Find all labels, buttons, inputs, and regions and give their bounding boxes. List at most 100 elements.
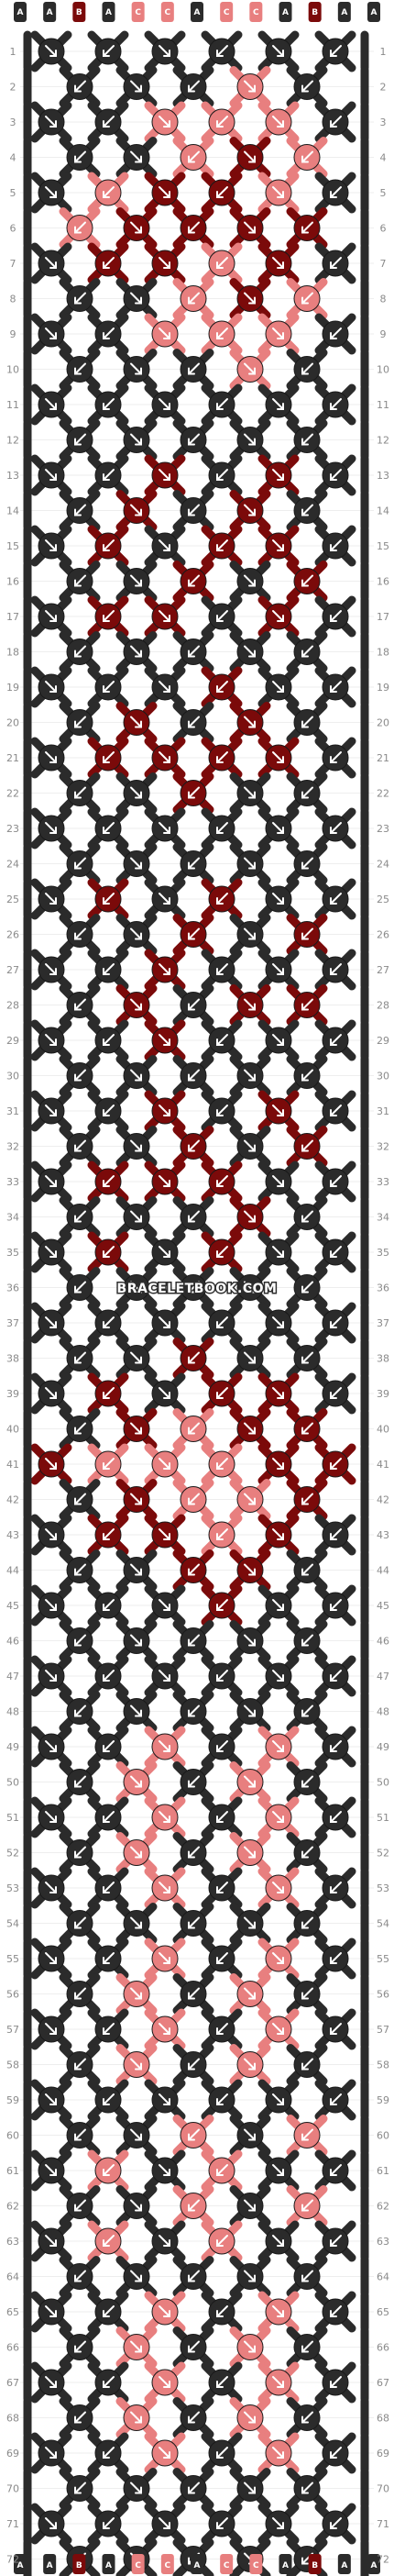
knot-arrow: [159, 1458, 170, 1470]
string-bottom: [131, 2554, 145, 2574]
row-number-left: 62: [6, 2201, 19, 2213]
knot-arrow: [159, 610, 170, 622]
knot-arrow: [159, 45, 170, 57]
row-number-right: 32: [377, 1141, 389, 1153]
knot-arrow: [130, 857, 142, 870]
row-number-right: 27: [377, 964, 389, 976]
knot-arrow: [159, 2376, 170, 2388]
knot-arrow: [272, 893, 284, 905]
string-bottom-label: C: [135, 2561, 141, 2570]
knot-arrow: [216, 1952, 228, 1964]
row-number-right: 65: [377, 2306, 389, 2318]
knot-arrow: [103, 1458, 115, 1470]
knot-arrow: [216, 751, 228, 763]
row-number-right: 11: [377, 399, 389, 411]
knot-arrow: [272, 1458, 284, 1470]
row-number-left: 65: [6, 2306, 19, 2318]
row-number-left: 55: [6, 1953, 19, 1965]
row-number-right: 33: [377, 1176, 389, 1188]
string-bottom: [43, 2554, 57, 2574]
row-number-right: 4: [380, 152, 387, 164]
knot-arrow: [103, 398, 115, 410]
knot-arrow: [272, 2517, 284, 2529]
row-number-left: 64: [6, 2271, 19, 2283]
knot-arrow: [103, 328, 115, 339]
knot-arrow: [330, 822, 342, 834]
knot-arrow: [130, 362, 142, 375]
knot-arrow: [159, 257, 170, 269]
knot-arrow: [103, 257, 115, 269]
knot-arrow: [188, 1422, 200, 1435]
knot-arrow: [159, 398, 170, 410]
knot-arrow: [74, 1351, 86, 1364]
knot-arrow: [188, 786, 200, 799]
knot-arrow: [74, 1069, 86, 1082]
knot-arrow: [188, 1987, 200, 2000]
knot-arrow: [272, 1740, 284, 1752]
row-number-right: 29: [377, 1035, 389, 1047]
knot-arrow: [74, 362, 86, 375]
string-top: [279, 2, 292, 22]
knot-arrow: [330, 2376, 342, 2388]
string-bottom: [72, 2554, 86, 2574]
row-number-right: 53: [377, 1882, 389, 1894]
knot-arrow: [330, 2305, 342, 2317]
knot-arrow: [272, 1811, 284, 1823]
knot-arrow: [74, 1704, 86, 1717]
knot-arrow: [159, 1387, 170, 1399]
knot-arrow: [159, 469, 170, 481]
row-number-right: 60: [377, 2130, 389, 2142]
knot-arrow: [244, 1634, 256, 1647]
knot-grid: [38, 38, 349, 2572]
row-number-left: 67: [6, 2377, 19, 2389]
knot-arrow: [188, 716, 200, 728]
string-top: [220, 2, 234, 22]
row-number-left: 3: [10, 117, 16, 128]
knot-arrow: [103, 1670, 115, 1682]
row-number-left: 47: [6, 1671, 19, 1682]
knot-arrow: [45, 1246, 57, 1258]
row-number-right: 54: [377, 1918, 389, 1930]
row-number-left: 30: [6, 1071, 19, 1083]
knot-arrow: [74, 786, 86, 799]
row-number-left: 44: [6, 1565, 19, 1577]
knot-arrow: [159, 2235, 170, 2247]
knot-arrow: [159, 963, 170, 975]
knot-arrow: [159, 2023, 170, 2035]
row-number-right: 18: [377, 647, 389, 659]
string-top-label: B: [76, 8, 82, 17]
knot-arrow: [45, 1952, 57, 1964]
knot-arrow: [301, 1846, 313, 1859]
row-number-right: 17: [377, 611, 389, 623]
knot-arrow: [45, 893, 57, 905]
knot-arrow: [188, 1775, 200, 1788]
knot-arrow: [103, 1528, 115, 1540]
row-number-left: 24: [6, 859, 19, 871]
knot-arrow: [216, 2447, 228, 2459]
row-number-left: 53: [6, 1882, 19, 1894]
knot-arrow: [330, 1670, 342, 1682]
knot-arrow: [130, 504, 142, 516]
row-number-right: 59: [377, 2094, 389, 2106]
string-top: [249, 2, 263, 22]
knot-arrow: [272, 1599, 284, 1611]
string-top-label: A: [341, 8, 347, 17]
row-number-left: 52: [6, 1848, 19, 1860]
knot-arrow: [272, 1175, 284, 1187]
string-top: [72, 2, 86, 22]
row-number-left: 5: [10, 187, 16, 199]
row-number-right: 22: [377, 788, 389, 800]
knot-arrow: [188, 2199, 200, 2212]
knot-arrow: [188, 1704, 200, 1717]
knot-arrow: [244, 574, 256, 587]
row-number-right: 57: [377, 2024, 389, 2036]
row-number-right: 55: [377, 1953, 389, 1965]
row-number-right: 37: [377, 1317, 389, 1329]
knot-arrow: [330, 963, 342, 975]
row-number-right: 1: [380, 46, 387, 58]
knot-arrow: [330, 1246, 342, 1258]
knot-arrow: [159, 2093, 170, 2105]
knot-arrow: [272, 2305, 284, 2317]
knot-arrow: [330, 2447, 342, 2459]
